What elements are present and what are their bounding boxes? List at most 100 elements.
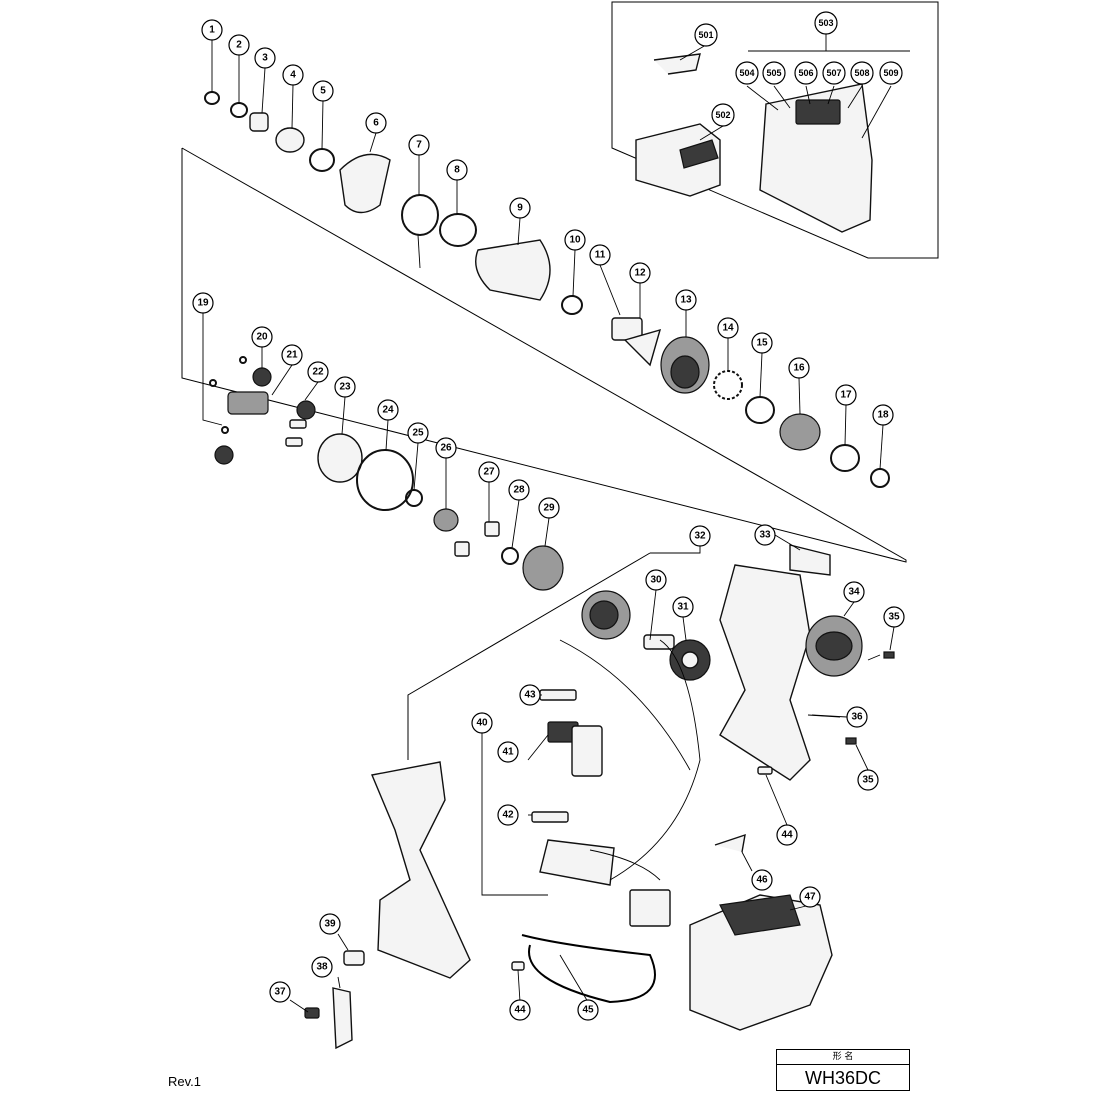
svg-text:19: 19 bbox=[197, 298, 209, 309]
svg-text:12: 12 bbox=[634, 268, 646, 279]
callout-37: 37 bbox=[269, 981, 291, 1003]
svg-text:45: 45 bbox=[582, 1005, 594, 1016]
callout-23: 23 bbox=[334, 376, 356, 398]
svg-text:43: 43 bbox=[524, 690, 536, 701]
svg-text:4: 4 bbox=[290, 70, 296, 81]
callout-508: 508 bbox=[850, 61, 874, 85]
svg-text:509: 509 bbox=[883, 68, 898, 78]
svg-text:31: 31 bbox=[677, 602, 689, 613]
callout-22: 22 bbox=[307, 361, 329, 383]
callout-6: 6 bbox=[365, 112, 387, 134]
callout-506: 506 bbox=[794, 61, 818, 85]
svg-text:11: 11 bbox=[595, 250, 606, 261]
svg-text:37: 37 bbox=[274, 987, 286, 998]
title-block: 形 名 WH36DC bbox=[776, 1049, 910, 1091]
callout-504: 504 bbox=[735, 61, 759, 85]
callout-41: 41 bbox=[497, 741, 519, 763]
gear-assembly-boundary bbox=[181, 147, 907, 563]
housing-assembly-boundary bbox=[407, 552, 651, 760]
callout-26: 26 bbox=[435, 437, 457, 459]
callout-group: 1 2 3 4 5 6 7 8 9 10 11 12 13 14 15 16 1… bbox=[192, 11, 905, 1021]
svg-text:507: 507 bbox=[826, 68, 841, 78]
callout-14: 14 bbox=[717, 317, 739, 339]
svg-text:34: 34 bbox=[848, 587, 860, 598]
callout-31: 31 bbox=[672, 596, 694, 618]
callout-47: 47 bbox=[799, 886, 821, 908]
callout-46: 46 bbox=[751, 869, 773, 891]
svg-text:28: 28 bbox=[513, 485, 525, 496]
svg-text:24: 24 bbox=[382, 405, 394, 416]
callout-40: 40 bbox=[471, 712, 493, 734]
svg-text:46: 46 bbox=[756, 875, 768, 886]
callout-16: 16 bbox=[788, 357, 810, 379]
battery-pack-shape bbox=[689, 894, 833, 1031]
callout-13: 13 bbox=[675, 289, 697, 311]
svg-text:25: 25 bbox=[412, 428, 424, 439]
svg-text:27: 27 bbox=[483, 467, 495, 478]
svg-text:44: 44 bbox=[514, 1005, 526, 1016]
callout-11: 11 bbox=[589, 244, 611, 266]
svg-text:29: 29 bbox=[543, 503, 555, 514]
callout-18: 18 bbox=[872, 404, 894, 426]
svg-text:9: 9 bbox=[517, 203, 523, 214]
svg-text:501: 501 bbox=[698, 30, 713, 40]
svg-text:17: 17 bbox=[840, 390, 852, 401]
callout-38: 38 bbox=[311, 956, 333, 978]
callout-507: 507 bbox=[822, 61, 846, 85]
svg-text:44: 44 bbox=[781, 830, 793, 841]
callout-502: 502 bbox=[711, 103, 735, 127]
svg-text:506: 506 bbox=[798, 68, 813, 78]
callout-505: 505 bbox=[762, 61, 786, 85]
callout-10: 10 bbox=[564, 229, 586, 251]
callout-503: 503 bbox=[814, 11, 838, 35]
callout-39: 39 bbox=[319, 913, 341, 935]
callout-43: 43 bbox=[519, 684, 541, 706]
callout-4: 4 bbox=[282, 64, 304, 86]
callout-3: 3 bbox=[254, 47, 276, 69]
title-block-header: 形 名 bbox=[777, 1050, 909, 1065]
callout-21: 21 bbox=[281, 344, 303, 366]
svg-text:503: 503 bbox=[818, 18, 833, 28]
svg-text:35: 35 bbox=[888, 612, 900, 623]
callout-34: 34 bbox=[843, 581, 865, 603]
callout-36: 36 bbox=[846, 706, 868, 728]
svg-text:36: 36 bbox=[851, 712, 863, 723]
callout-7: 7 bbox=[408, 134, 430, 156]
svg-text:22: 22 bbox=[312, 367, 324, 378]
svg-text:35: 35 bbox=[862, 775, 874, 786]
callout-12: 12 bbox=[629, 262, 651, 284]
callout-35-upper: 35 bbox=[883, 606, 905, 628]
callout-509: 509 bbox=[879, 61, 903, 85]
svg-text:7: 7 bbox=[416, 140, 422, 151]
callout-33: 33 bbox=[754, 524, 776, 546]
svg-text:32: 32 bbox=[694, 531, 706, 542]
svg-text:39: 39 bbox=[324, 919, 336, 930]
svg-text:14: 14 bbox=[722, 323, 734, 334]
leader-lines bbox=[202, 33, 910, 1013]
left-housing-shape bbox=[371, 761, 471, 979]
svg-text:6: 6 bbox=[373, 118, 379, 129]
callout-2: 2 bbox=[228, 34, 250, 56]
svg-text:505: 505 bbox=[766, 68, 781, 78]
svg-text:21: 21 bbox=[286, 350, 298, 361]
callout-25: 25 bbox=[407, 422, 429, 444]
svg-text:38: 38 bbox=[316, 962, 328, 973]
svg-text:30: 30 bbox=[650, 575, 662, 586]
svg-text:1: 1 bbox=[209, 25, 215, 36]
accessory-inset-frame bbox=[611, 1, 939, 259]
svg-text:26: 26 bbox=[440, 443, 452, 454]
svg-text:40: 40 bbox=[476, 718, 488, 729]
right-housing-shape bbox=[719, 564, 811, 781]
callout-20: 20 bbox=[251, 326, 273, 348]
svg-text:18: 18 bbox=[877, 410, 889, 421]
svg-text:508: 508 bbox=[854, 68, 869, 78]
svg-text:33: 33 bbox=[759, 530, 771, 541]
callout-44-right: 44 bbox=[776, 824, 798, 846]
svg-text:8: 8 bbox=[454, 165, 460, 176]
svg-text:13: 13 bbox=[680, 295, 692, 306]
svg-text:42: 42 bbox=[502, 810, 514, 821]
callout-27: 27 bbox=[478, 461, 500, 483]
callout-44-left: 44 bbox=[509, 999, 531, 1021]
svg-text:502: 502 bbox=[715, 110, 730, 120]
